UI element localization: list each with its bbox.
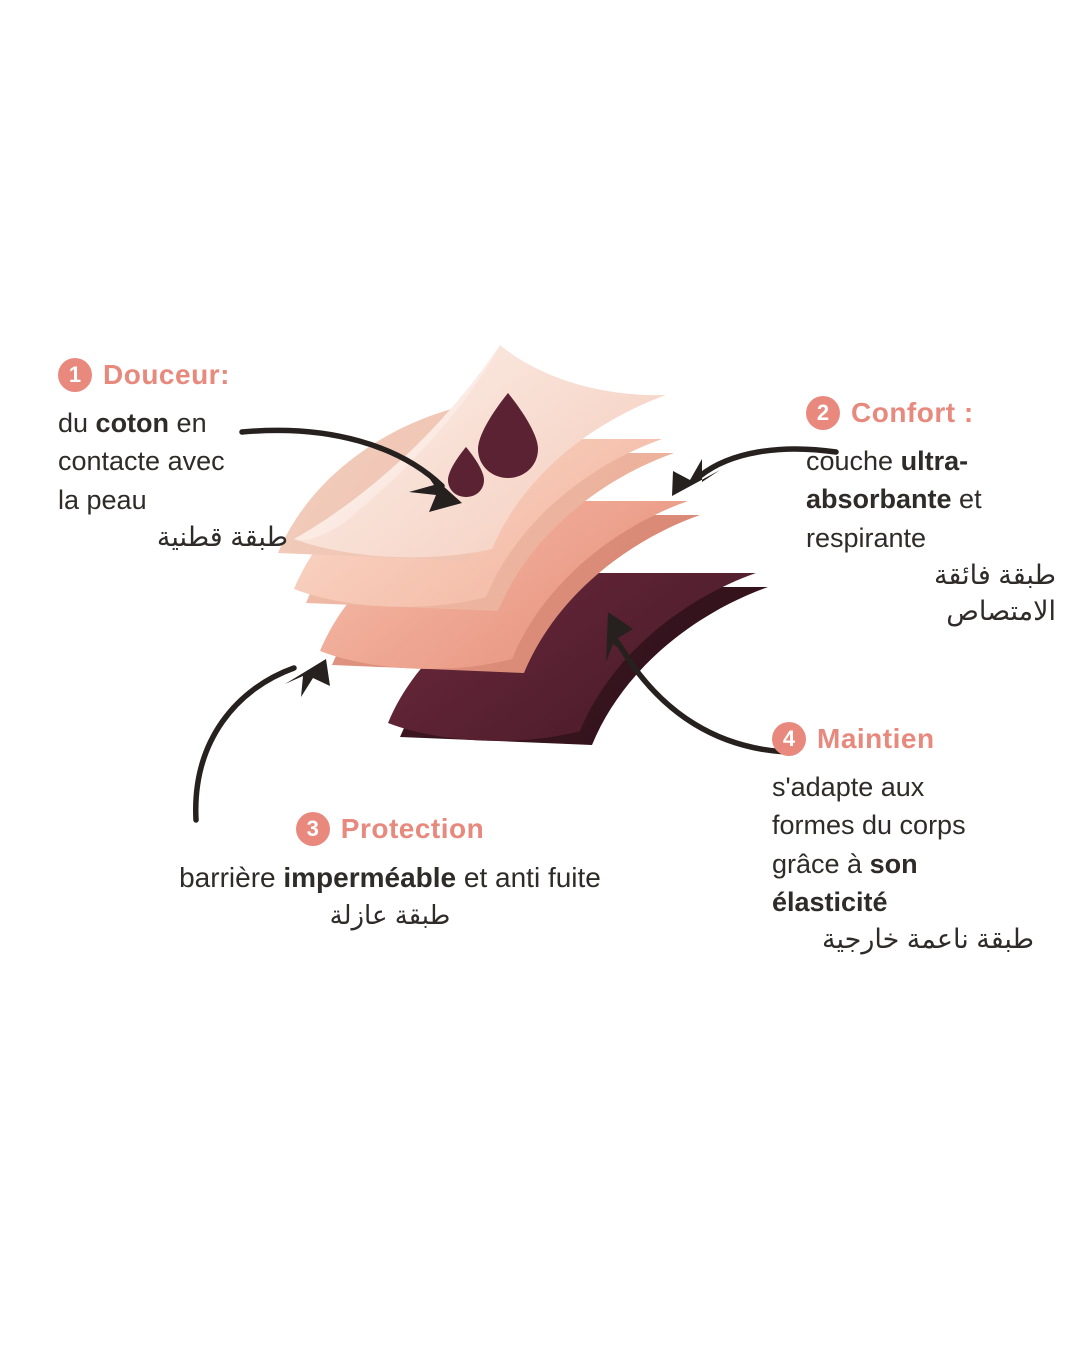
callout-3-body: barrière imperméable et anti fuite [110, 858, 670, 898]
callout-4-line-4: élasticité [772, 883, 1034, 921]
text-fragment-bold: ultra- [900, 446, 969, 476]
callout-2-arabic-line-1: طبقة فائقة [933, 559, 1056, 590]
badge-number-2: 2 [806, 396, 840, 430]
callout-confort: 2 Confort : couche ultra- absorbante et … [806, 396, 1056, 630]
callout-4-body: s'adapte aux formes du corps grâce à son… [772, 768, 1034, 921]
callout-protection: 3 Protection barrière imperméable et ant… [110, 812, 670, 933]
callout-1-line-1: du coton en [58, 404, 288, 442]
text-fragment-bold: élasticité [772, 886, 888, 917]
callout-4-line-1: s'adapte aux [772, 772, 925, 802]
callout-4-arabic: طبقة ناعمة خارجية [822, 924, 1034, 955]
callout-2-header: 2 Confort : [806, 396, 1056, 430]
callout-2-arabic-line-2: الامتصاص [946, 596, 1056, 627]
callout-4-title: Maintien [817, 723, 935, 754]
text-fragment: du [58, 408, 96, 438]
callout-douceur: 1 Douceur: du coton en contacte avec la … [58, 358, 288, 555]
badge-number-4: 4 [772, 722, 806, 756]
text-fragment: barrière [179, 862, 284, 893]
callout-maintien: 4 Maintien s'adapte aux formes du corps … [772, 722, 1034, 958]
callout-3-line-1: barrière imperméable et anti fuite [110, 858, 670, 898]
callout-1-title: Douceur: [103, 359, 230, 390]
callout-4-line-3: grâce à son [772, 845, 1034, 883]
callout-2-line-1: couche ultra- [806, 442, 1056, 480]
callout-2-body: couche ultra- absorbante et respirante [806, 442, 1056, 557]
callout-2-line-2: absorbante et [806, 480, 1056, 518]
text-fragment: grâce à [772, 848, 870, 879]
text-fragment: et [951, 484, 982, 515]
text-fragment: en [169, 408, 207, 438]
callout-3-header: 3 Protection [110, 812, 670, 846]
callout-2-title: Confort : [851, 397, 974, 428]
text-fragment-bold: coton [95, 408, 170, 438]
callout-3-title: Protection [340, 813, 485, 844]
callout-4-header: 4 Maintien [772, 722, 1034, 756]
callout-1-header: 1 Douceur: [58, 358, 288, 392]
badge-number-1: 1 [58, 358, 92, 392]
callout-1-line-3: la peau [58, 484, 147, 515]
text-fragment-bold: absorbante [806, 484, 952, 515]
text-fragment-bold: son [869, 848, 918, 879]
layered-pad-illustration [270, 325, 790, 795]
callout-1-arabic: طبقة قطنية [156, 521, 288, 552]
layer-outer-elastic [388, 573, 768, 745]
callout-1-line-2: contacte avec [58, 446, 225, 477]
text-fragment: couche [806, 446, 901, 476]
callout-3-arabic: طبقة عازلة [329, 899, 451, 930]
text-fragment-bold: imperméable [283, 862, 457, 893]
badge-number-3: 3 [295, 812, 330, 846]
text-fragment: et anti fuite [456, 862, 601, 893]
callout-1-body: du coton en contacte avec la peau [58, 404, 288, 519]
callout-2-line-3: respirante [806, 522, 927, 553]
callout-4-line-2: formes du corps [772, 810, 966, 841]
